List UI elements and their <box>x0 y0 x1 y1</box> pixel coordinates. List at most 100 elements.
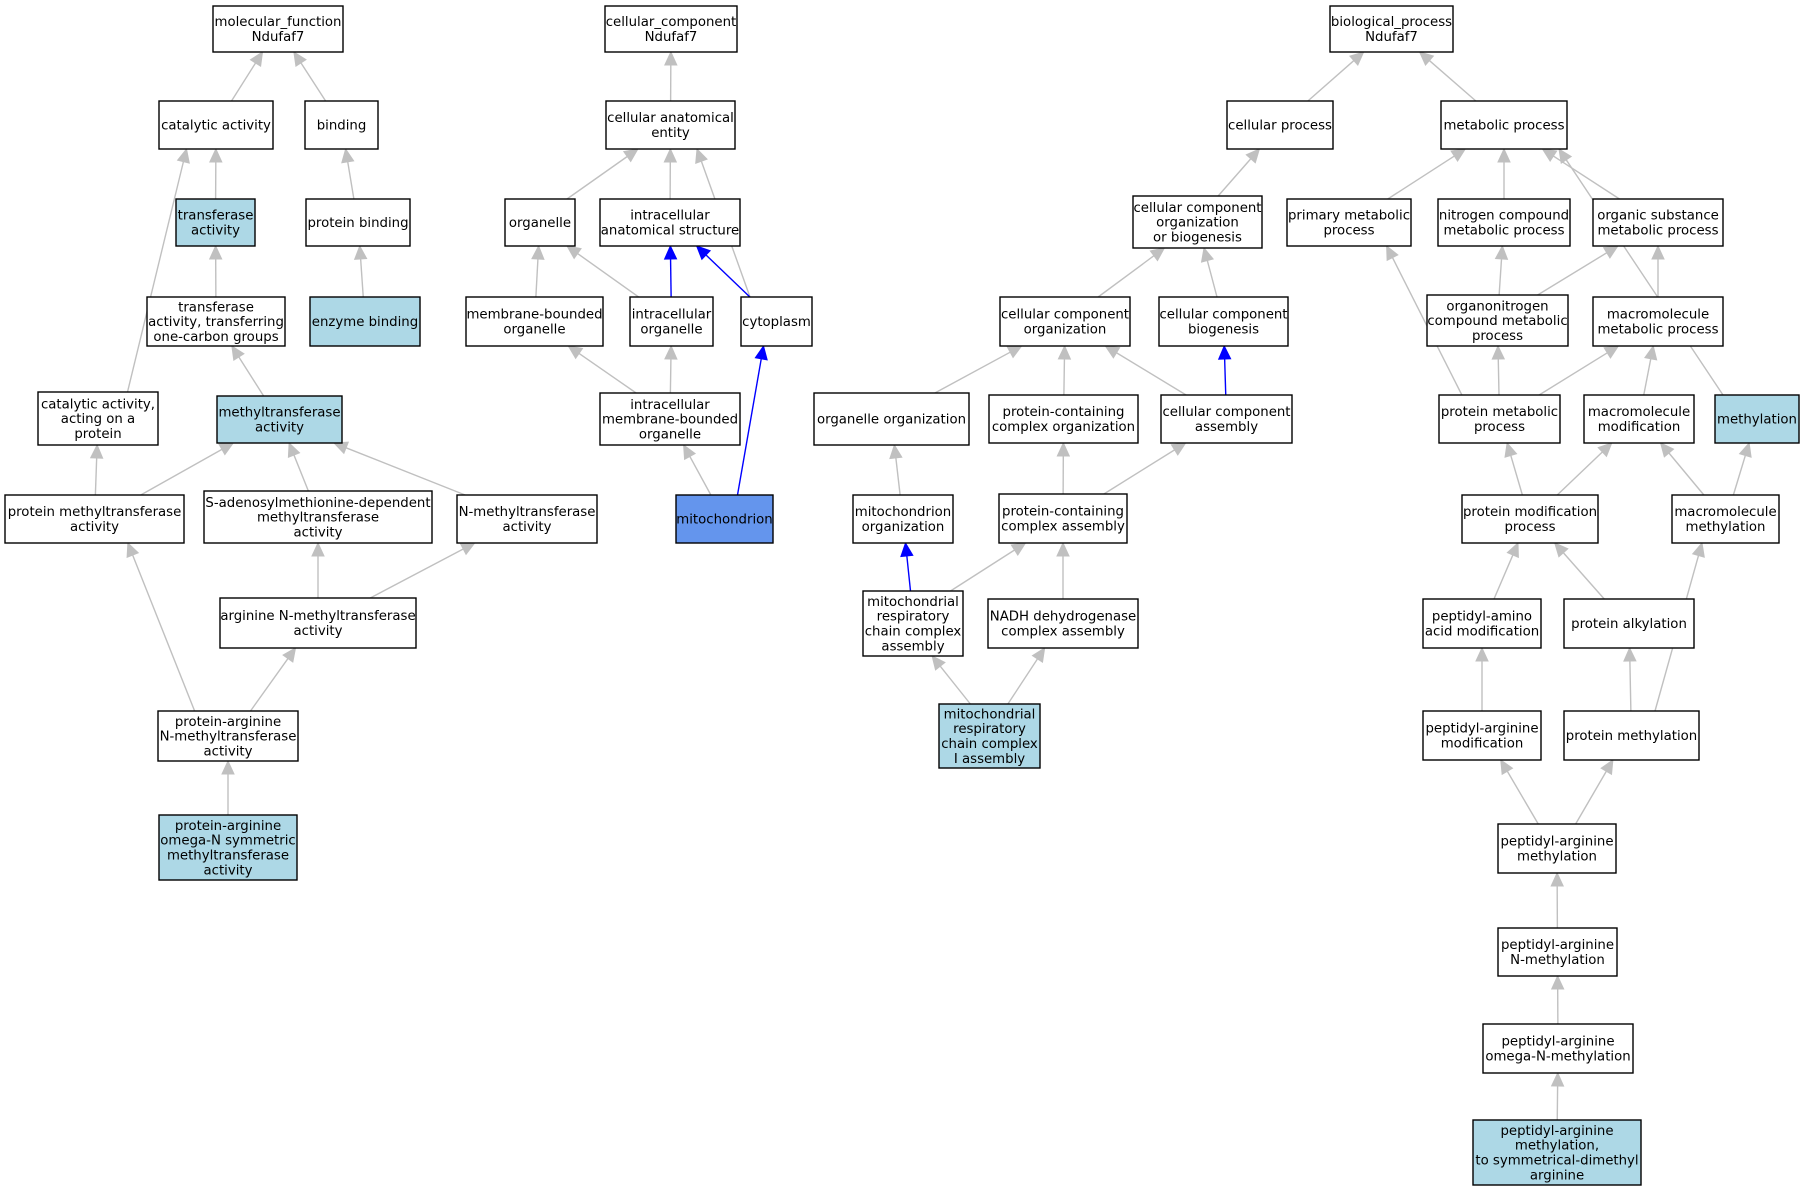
node-label-line: mitochondrial <box>867 595 959 610</box>
arrowhead <box>1475 646 1489 662</box>
node-cytoplasm[interactable]: cytoplasm <box>740 296 813 347</box>
arrowhead <box>1602 245 1619 259</box>
node-label-line: activity <box>70 520 119 535</box>
node-box <box>504 198 576 247</box>
arrowhead <box>1603 345 1620 359</box>
node-box <box>1671 494 1780 544</box>
edge-line <box>939 665 971 705</box>
edge-line <box>950 549 1015 592</box>
edge-line <box>347 161 355 200</box>
arrowhead <box>1659 442 1675 458</box>
node-label-line: peptidyl-amino <box>1432 610 1532 625</box>
edge-metab_proc-to-bp_root <box>1418 51 1477 102</box>
node-box <box>1497 823 1617 874</box>
node-label-line: intracellular <box>630 398 710 413</box>
node-box <box>1482 1023 1634 1074</box>
edge-mrcca-to-mito_org <box>900 541 914 592</box>
node-label-line: S-adenosylmethionine-dependent <box>205 496 430 511</box>
edge-line <box>1538 352 1608 396</box>
node-methylation[interactable]: methylation <box>1714 394 1800 444</box>
node-catalytic[interactable]: catalytic activity <box>158 100 274 150</box>
node-organelle-org[interactable]: organelle organization <box>813 392 970 446</box>
arrowhead <box>208 244 223 260</box>
node-label-line: modification <box>1441 737 1524 752</box>
node-enzyme-binding[interactable]: enzyme binding <box>309 296 421 347</box>
arrowhead <box>1056 441 1071 457</box>
node-metab-proc[interactable]: metabolic process <box>1440 100 1568 150</box>
edge-line <box>140 448 223 496</box>
node-box <box>1497 927 1618 977</box>
edge-line <box>249 658 289 712</box>
edge-line <box>566 155 628 200</box>
arrowhead <box>1497 147 1511 163</box>
node-label-line: process <box>1472 329 1523 344</box>
node-prot-alk[interactable]: protein alkylation <box>1563 598 1695 649</box>
node-sam-mt[interactable]: S-adenosylmethionine-dependentmethyltran… <box>203 490 433 544</box>
edge-n_mt-to-methyltransferase <box>332 441 466 496</box>
node-binding[interactable]: binding <box>304 100 379 150</box>
node-mitochondrion[interactable]: mitochondrion <box>675 494 774 544</box>
node-label-line: biogenesis <box>1188 323 1259 338</box>
node-prot-arg-nmt[interactable]: protein-arginineN-methyltransferaseactiv… <box>157 710 299 762</box>
arrowhead <box>1558 148 1573 164</box>
edge-line <box>300 62 327 102</box>
node-label-line: organelle <box>509 216 571 231</box>
node-box <box>1438 394 1561 444</box>
edge-pep_arg_nmeth-to-pep_arg_meth <box>1550 871 1564 929</box>
node-prot-meth[interactable]: protein methylation <box>1563 710 1700 761</box>
arrowhead <box>221 759 235 775</box>
node-organelle[interactable]: organelle <box>504 198 576 247</box>
arrowhead <box>282 647 297 663</box>
node-protein-binding[interactable]: protein binding <box>305 198 411 247</box>
node-box <box>1583 394 1695 444</box>
arrowhead <box>1738 441 1752 458</box>
edge-line <box>369 548 464 599</box>
node-label-line: Ndufaf7 <box>252 30 305 45</box>
node-box <box>212 5 344 53</box>
node-cell-proc[interactable]: cellular process <box>1226 100 1334 150</box>
arrowhead <box>1500 758 1514 776</box>
node-label-line: methylation, <box>1515 1139 1599 1154</box>
